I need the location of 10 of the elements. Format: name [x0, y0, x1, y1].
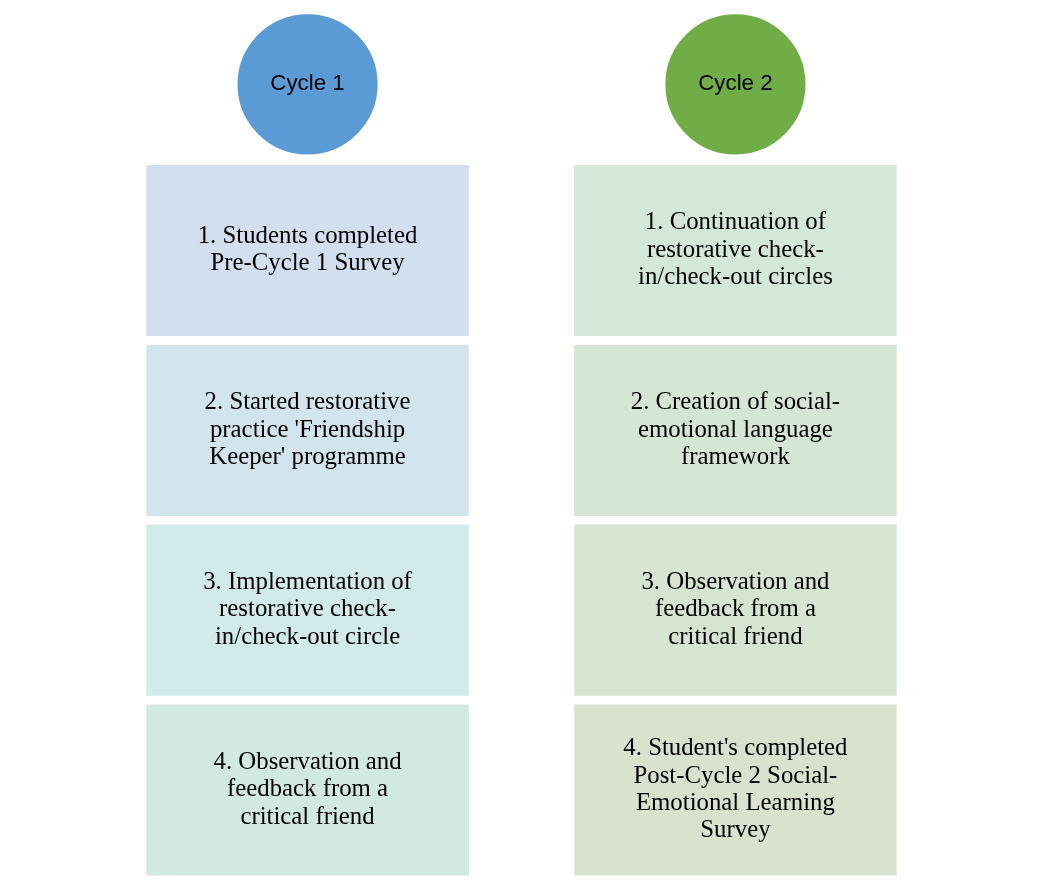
node-circle: Cycle 2: [662, 11, 808, 157]
node-box: 2. Creation of social-emotional language framework: [574, 344, 897, 516]
node-box: 3. Observation and feedback from a critical friend: [574, 524, 897, 696]
node-box: 1. Continuation of restorative check-in/check-out circles: [574, 164, 897, 337]
node-circle: Cycle 1: [235, 11, 381, 157]
node-box: 1. Students completed Pre-Cycle 1 Survey: [146, 164, 469, 337]
node-box: 4. Observation and feedback from a critical friend: [146, 704, 469, 876]
node-box: 3. Implementation of restorative check-in/check-out circle: [146, 524, 469, 696]
node-box: 2. Started restorative practice 'Friendship Keeper' programme: [146, 344, 469, 516]
node-box: 4. Student's completed Post-Cycle 2 Social-Emotional Learning Survey: [574, 704, 897, 876]
